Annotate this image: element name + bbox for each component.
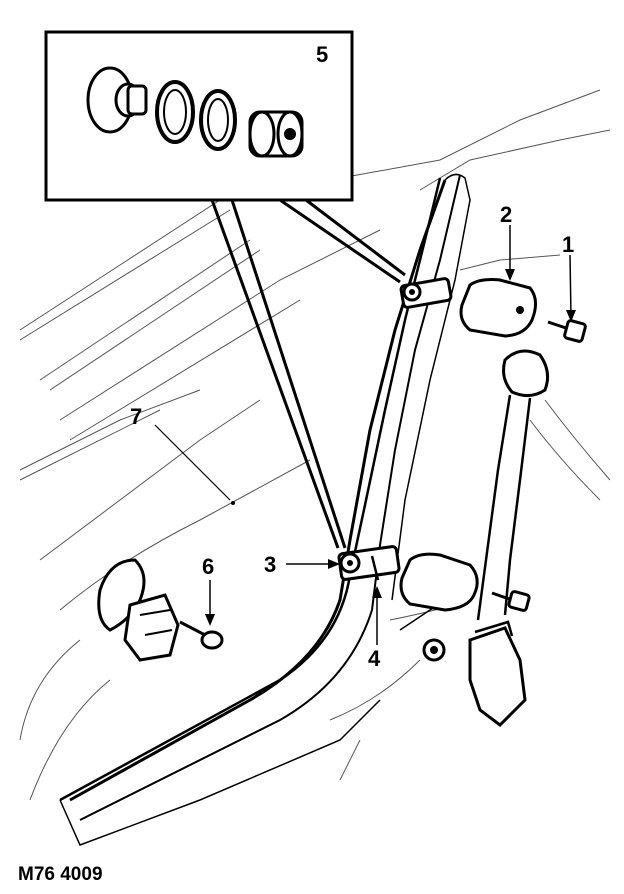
callout-2: 2	[500, 202, 512, 227]
callout-5: 5	[316, 42, 328, 67]
vehicle-body-outline	[19, 89, 611, 801]
door-seal-strip	[59, 177, 442, 802]
seat-belt-assembly	[468, 349, 550, 727]
trim-cover-upper	[459, 278, 537, 338]
bolt-upper	[547, 319, 587, 343]
callout-leaders	[154, 225, 576, 645]
figure-reference: M76 4009	[18, 864, 103, 885]
bolt-lower	[491, 590, 531, 612]
inset-washer-cap	[86, 66, 148, 134]
screw-item-6	[179, 620, 224, 650]
inset-leader-lines	[210, 198, 406, 549]
lower-bracket	[97, 558, 180, 662]
callout-4: 4	[368, 646, 381, 671]
callout-1: 1	[562, 232, 574, 257]
detail-inset	[44, 30, 354, 202]
seal-clip-upper	[399, 277, 453, 309]
inset-o-ring-2	[199, 89, 237, 151]
door-pillar	[59, 173, 471, 846]
callout-3: 3	[264, 552, 276, 577]
inset-o-ring-1	[155, 80, 195, 144]
callout-7: 7	[130, 404, 142, 429]
callout-6: 6	[202, 554, 214, 579]
inset-bushing	[248, 110, 304, 158]
grommet-hole	[422, 638, 446, 662]
seal-clip-lower	[337, 545, 401, 581]
trim-cover-lower	[399, 552, 479, 612]
